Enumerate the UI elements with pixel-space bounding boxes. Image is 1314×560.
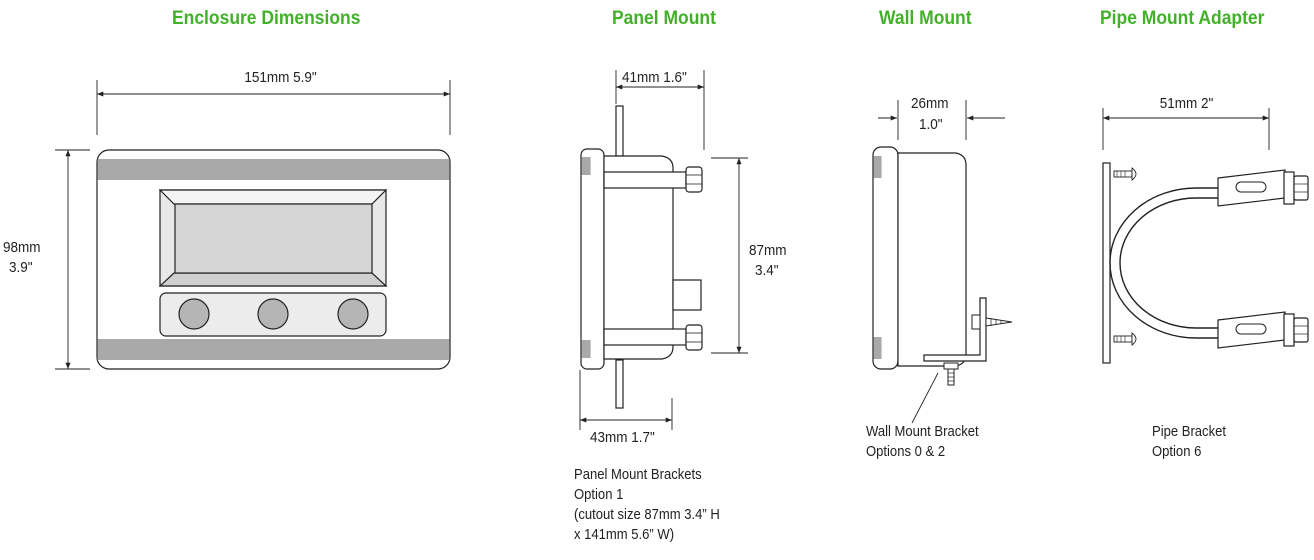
panel-mount-side-view [579,70,748,430]
panel-depth-top-label: 41mm 1.6" [622,69,687,86]
enclosure-front-view [55,80,451,370]
wall-depth-in-label: 1.0" [919,116,943,133]
enclosure-height-in-label: 3.9" [9,259,33,276]
pipe-width-label: 51mm 2" [1159,95,1214,112]
enclosure-height-mm-label: 98mm [3,239,41,256]
panel-height-mm-label: 87mm [749,242,787,259]
wall-caption-line-2: Options 0 & 2 [866,444,946,460]
panel-caption-line-1: Panel Mount Brackets [574,467,702,483]
enclosure-width-label: 151mm 5.9" [244,69,317,86]
panel-caption-line-3: (cutout size 87mm 3.4” H [574,507,720,523]
pipe-caption-line-1: Pipe Bracket [1152,424,1226,440]
heading-enclosure-dimensions: Enclosure Dimensions [172,8,361,29]
wall-caption-line-1: Wall Mount Bracket [866,424,979,440]
wall-mount-side-view [872,100,1013,424]
pipe-caption-line-2: Option 6 [1152,444,1202,460]
panel-height-in-label: 3.4" [755,262,779,279]
panel-caption-line-4: x 141mm 5.6” W) [574,527,675,543]
panel-mount-caption: Panel Mount Brackets Option 1 (cutout si… [574,465,720,545]
pipe-mount-view [1102,108,1309,364]
wall-mount-caption: Wall Mount Bracket Options 0 & 2 [866,422,979,462]
heading-wall-mount: Wall Mount [879,8,972,29]
panel-depth-bottom-label: 43mm 1.7" [590,429,655,446]
wall-depth-mm-label: 26mm [911,95,949,112]
heading-pipe-mount-adapter: Pipe Mount Adapter [1100,8,1265,29]
heading-panel-mount: Panel Mount [612,8,716,29]
panel-caption-line-2: Option 1 [574,487,624,503]
pipe-mount-caption: Pipe Bracket Option 6 [1152,422,1226,462]
